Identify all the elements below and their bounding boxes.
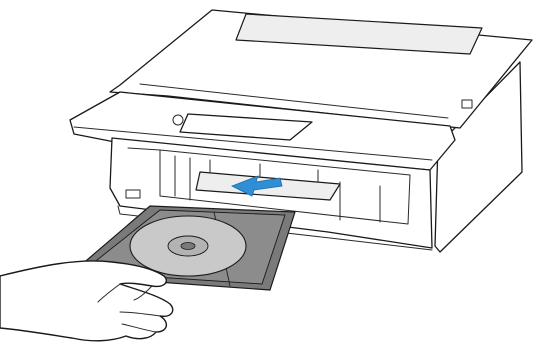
disc-icon bbox=[130, 216, 246, 276]
hand-icon bbox=[0, 261, 173, 341]
